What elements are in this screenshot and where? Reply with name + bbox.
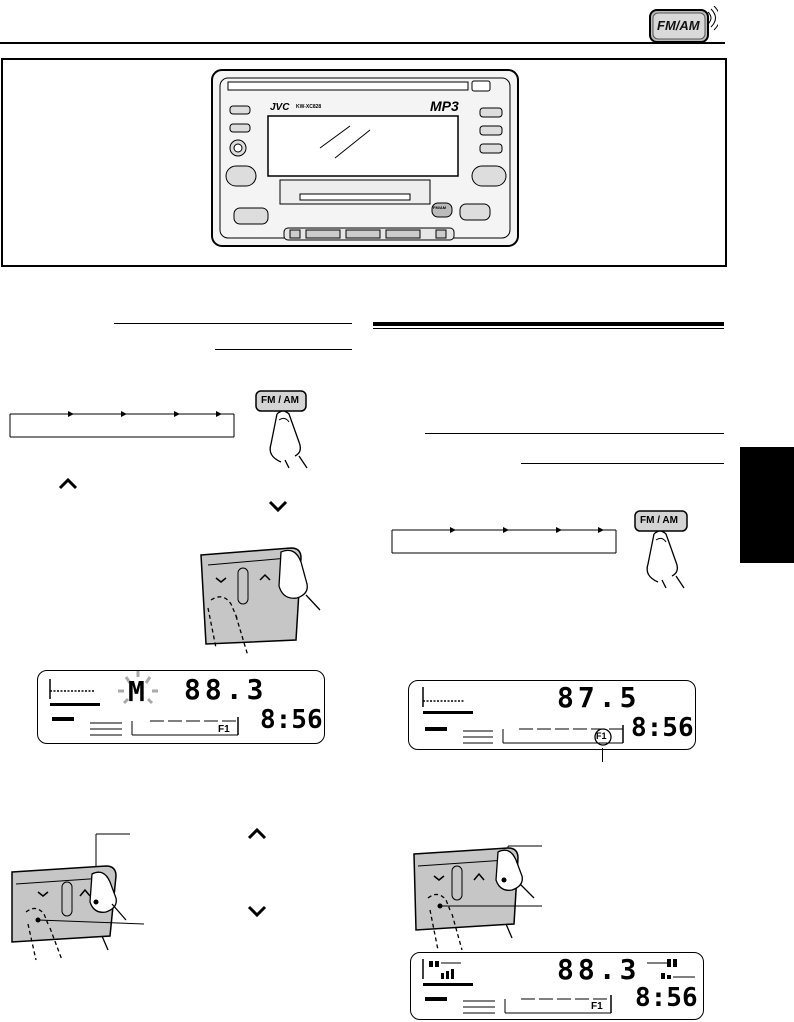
fm-am-button-right-label: FM / AM — [640, 515, 678, 526]
preset-label: F1 — [591, 1001, 603, 1012]
fm-am-button-left-label: FM / AM — [261, 395, 299, 406]
fm-am-button-right[interactable]: FM / AM — [634, 510, 700, 590]
brand-logo: JVC — [270, 102, 290, 113]
fm-am-button-left[interactable]: FM / AM — [255, 390, 321, 470]
preset-label: F1 — [218, 724, 230, 735]
fm-am-badge: FM/AM — [648, 5, 721, 44]
car-stereo-faceplate: JVC KW-XC828 MP3 FM/AM — [210, 68, 520, 248]
memory-indicator: M — [128, 675, 145, 708]
frequency-readout: 87.5 — [557, 681, 641, 714]
clock-readout: 8:56 — [631, 713, 694, 743]
format-logo: MP3 — [430, 98, 459, 114]
preset-label: F1 — [596, 731, 607, 741]
device-figure-frame — [1, 58, 727, 267]
section-tab — [740, 447, 794, 563]
seek-control-illustration-left — [196, 540, 326, 660]
section-heading-rule-thin — [373, 328, 724, 329]
lcd-display-right-2: 88.3 F1 8:56 — [410, 952, 704, 1020]
faceplate-fm-am-button[interactable]: FM/AM — [433, 205, 447, 210]
chevron-down-icon — [268, 500, 288, 519]
left-blank-2 — [215, 349, 352, 350]
band-cycle-diagram-right — [390, 518, 620, 558]
frequency-readout: 88.3 — [557, 953, 641, 986]
chevron-up-icon — [247, 826, 267, 845]
right-blank-2 — [521, 463, 724, 464]
frequency-readout: 88.3 — [184, 673, 268, 706]
chevron-up-icon — [58, 476, 78, 495]
callout-line — [602, 748, 603, 762]
left-blank-1 — [114, 323, 352, 324]
band-cycle-diagram-left — [8, 402, 238, 442]
lcd-display-right-1: 87.5 F1 8:56 — [408, 680, 696, 750]
lcd-display-left: M 88.3 F1 8:56 — [37, 670, 325, 744]
header-rule — [0, 42, 725, 44]
model-number: KW-XC828 — [296, 104, 322, 110]
section-heading-rule — [373, 322, 724, 326]
right-blank-1 — [425, 433, 724, 434]
clock-readout: 8:56 — [260, 705, 323, 735]
seek-control-illustration-right — [408, 840, 558, 958]
seek-control-illustration-bottom-left — [8, 832, 148, 962]
fm-am-badge-label: FM/AM — [657, 18, 700, 33]
clock-readout: 8:56 — [635, 983, 698, 1013]
chevron-down-icon — [247, 905, 267, 924]
